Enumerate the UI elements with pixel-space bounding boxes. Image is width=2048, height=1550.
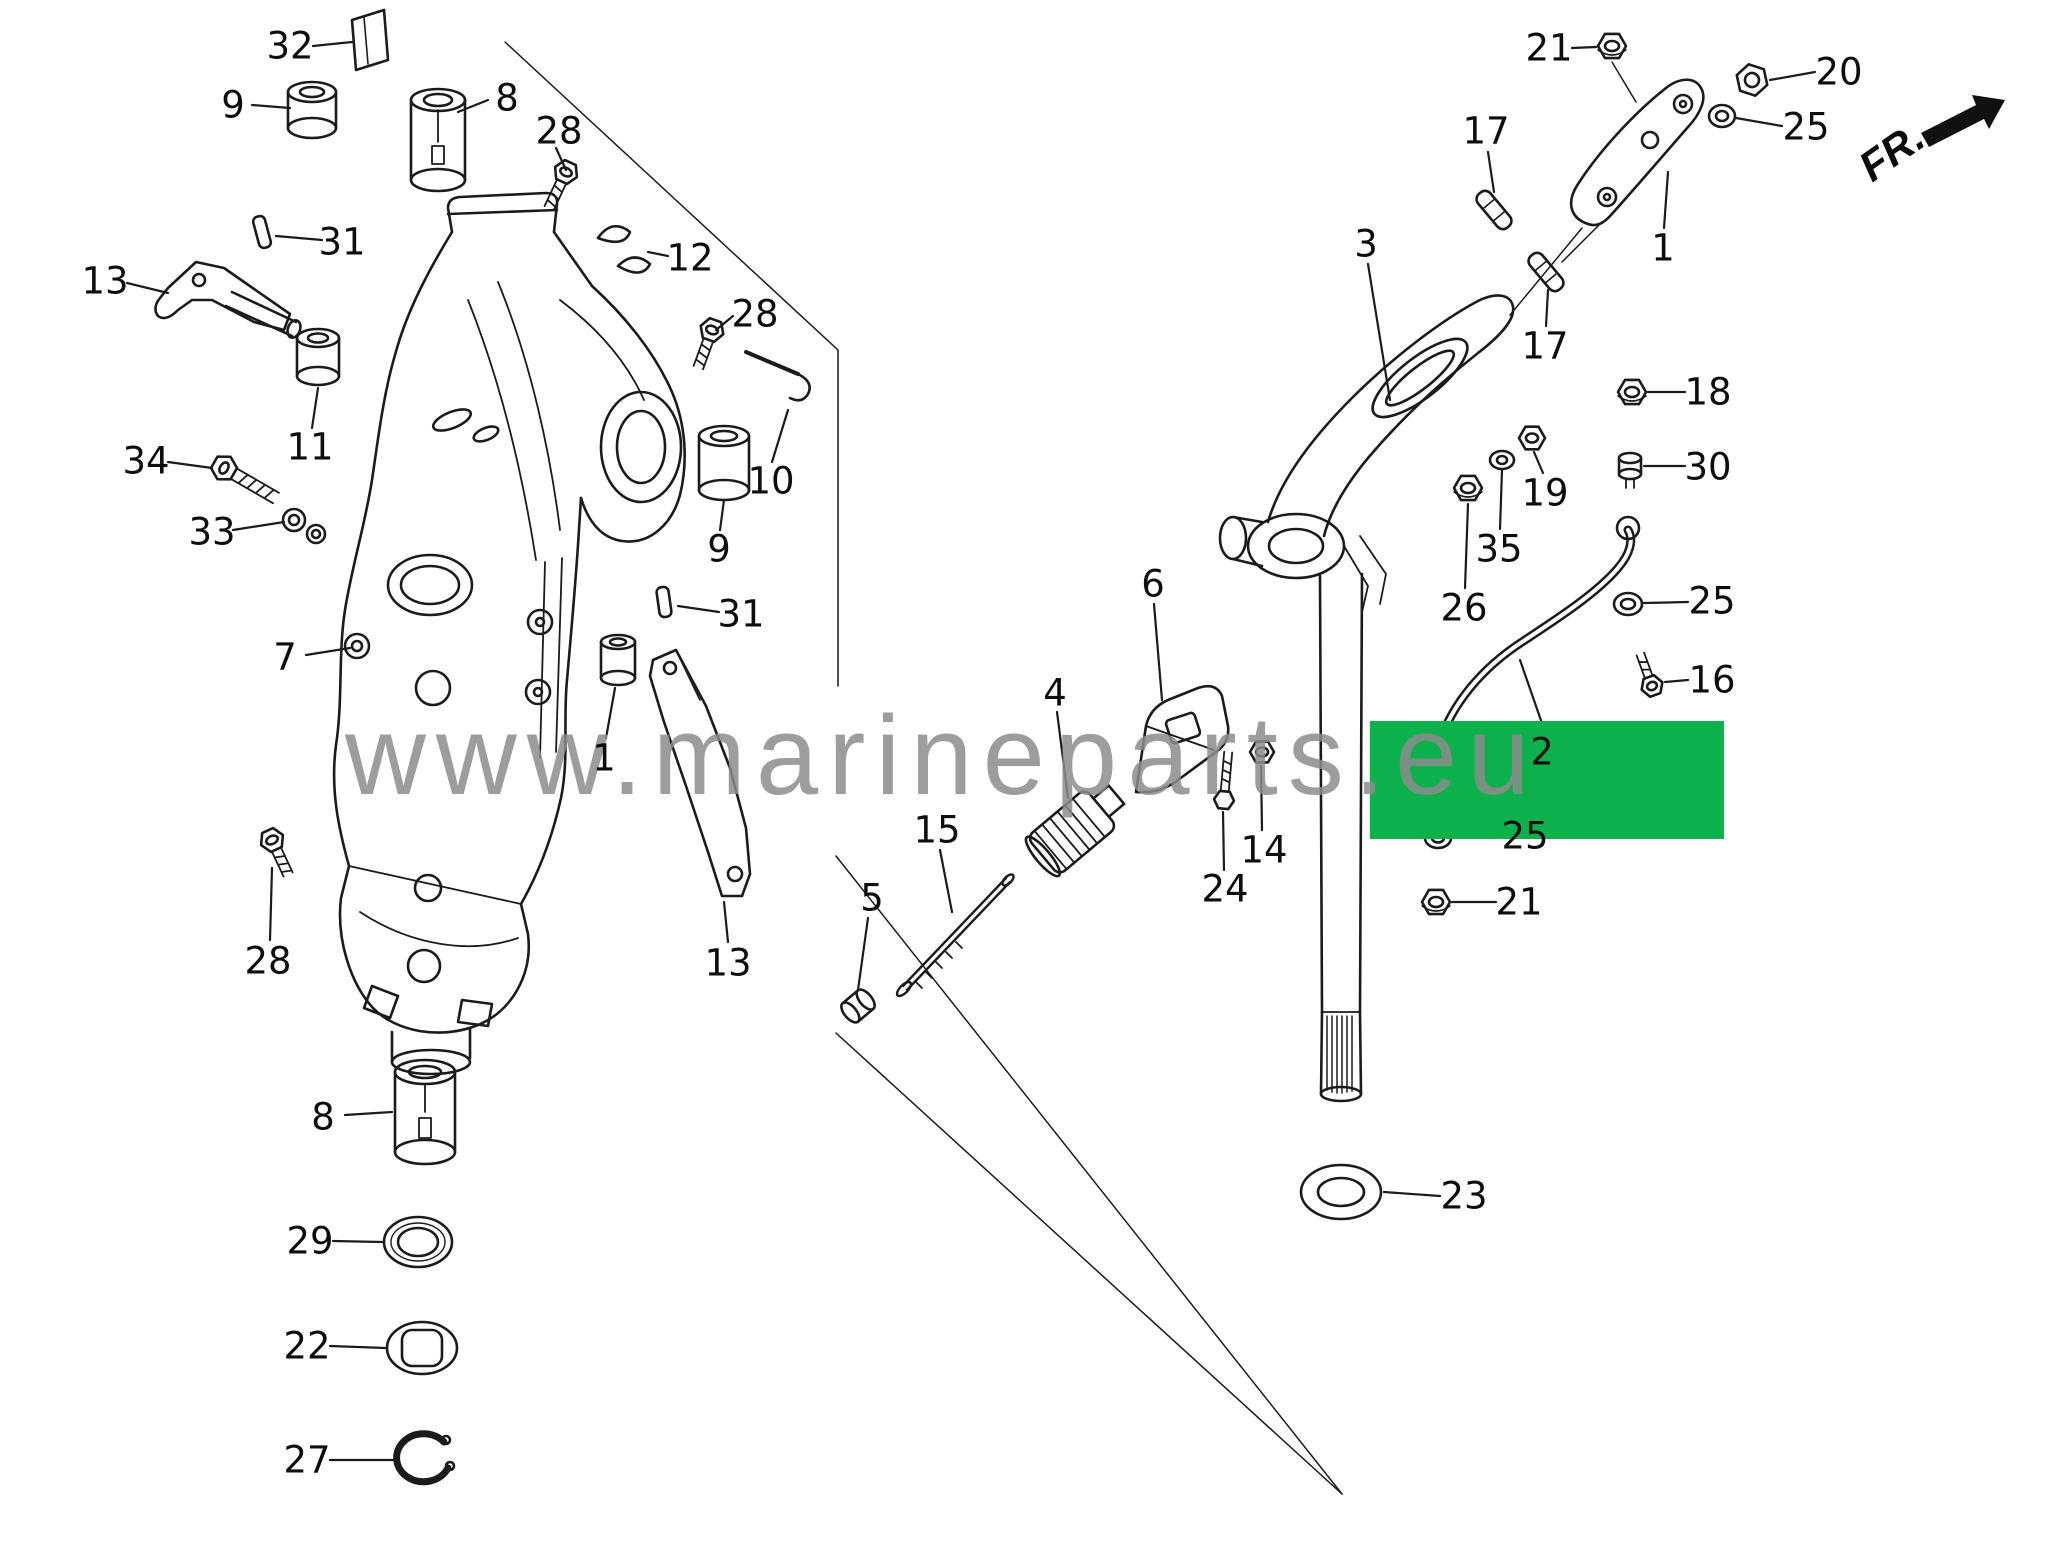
part-label-2: 2: [1530, 730, 1554, 774]
part-label-13: 13: [704, 941, 752, 985]
part-label-18: 18: [1684, 370, 1732, 414]
part-pin-31b: [655, 585, 673, 619]
part-roller-4: [1024, 784, 1126, 878]
part-lever-13b: [648, 648, 752, 898]
part-clamp-12: [596, 224, 652, 274]
part-label-11: 11: [286, 425, 334, 469]
part-label-8: 8: [495, 76, 519, 120]
part-bolt-24: [1212, 750, 1236, 811]
part-bushing-9a: [286, 80, 338, 140]
part-stud-17a: [1475, 189, 1513, 231]
part-bushing-8a: [409, 87, 467, 193]
part-nut-14: [1248, 740, 1276, 764]
part-label-1: 1: [1651, 226, 1675, 270]
part-label-19: 19: [1521, 471, 1569, 515]
part-label-22: 22: [283, 1324, 331, 1368]
part-screw-15: [895, 873, 1015, 998]
part-bushing-8b: [393, 1058, 457, 1166]
part-nut-26: [1452, 474, 1484, 502]
part-label-16: 16: [1688, 658, 1736, 702]
part-lever-13a: [154, 260, 302, 340]
part-pin-10: [744, 350, 811, 402]
part-pin-31a: [251, 214, 273, 250]
part-label-14: 14: [1240, 828, 1288, 872]
part-label-25: 25: [1501, 814, 1549, 858]
part-nut-19: [1517, 425, 1547, 451]
part-nut-21a: [1596, 32, 1628, 60]
part-label-24: 24: [1201, 867, 1249, 911]
leader-lines: [125, 40, 1817, 1462]
part-label-17: 17: [1521, 324, 1569, 368]
part-bolt-28c: [259, 826, 294, 878]
part-label-23: 23: [1440, 1174, 1488, 1218]
watermark-highlight: [1370, 721, 1724, 839]
part-label-9: 9: [221, 83, 245, 127]
part-circlip-27: [393, 1430, 456, 1486]
part-label-20: 20: [1815, 50, 1863, 94]
part-label-7: 7: [273, 635, 297, 679]
part-washer-25a: [1707, 103, 1737, 129]
part-label-27: 27: [283, 1438, 331, 1482]
part-bolt-34: [209, 455, 280, 505]
part-washer-25b: [1612, 591, 1644, 617]
part-label-9: 9: [707, 527, 731, 571]
part-label-17: 17: [1462, 109, 1510, 153]
part-nut-21b: [1420, 888, 1452, 916]
part-label-28: 28: [731, 292, 779, 336]
part-stud-17b: [1527, 251, 1565, 293]
part-bolt-28a: [543, 158, 579, 212]
part-bracket-6: [1134, 684, 1230, 794]
part-label-6: 6: [1141, 562, 1165, 606]
part-label-25: 25: [1688, 579, 1736, 623]
part-ring-23: [1299, 1163, 1383, 1221]
part-swivel-shaft-3: [1218, 294, 1515, 1103]
part-label-8: 8: [311, 1095, 335, 1139]
part-label-21: 21: [1495, 880, 1543, 924]
part-bushing-30: [1617, 451, 1643, 489]
part-label-13: 13: [81, 259, 129, 303]
construction-lines: [504, 41, 1637, 1495]
part-label-30: 30: [1684, 445, 1732, 489]
part-label-28: 28: [535, 109, 583, 153]
part-ring-22: [385, 1320, 459, 1376]
part-label-35: 35: [1475, 527, 1523, 571]
part-label-15: 15: [913, 808, 961, 852]
part-label-31: 31: [318, 220, 366, 264]
part-label-31: 31: [717, 592, 765, 636]
part-label-4: 4: [1043, 671, 1067, 715]
part-label-10: 10: [747, 459, 795, 503]
part-bolt-16: [1635, 651, 1664, 699]
part-bracket-1: [1569, 78, 1705, 227]
part-bushing-11: [295, 327, 341, 387]
part-label-1: 1: [592, 736, 616, 780]
part-label-26: 26: [1440, 586, 1488, 630]
part-nut-18: [1616, 378, 1648, 406]
part-label-34: 34: [122, 439, 170, 483]
part-bolt-28b: [692, 316, 725, 371]
part-label-32: 32: [266, 24, 314, 68]
part-label-28: 28: [244, 939, 292, 983]
part-bushing-1a: [599, 633, 637, 687]
part-washer-33: [281, 507, 327, 545]
part-label-12: 12: [666, 236, 714, 280]
part-label-5: 5: [860, 876, 884, 920]
watermark: www.marineparts.eu: [345, 693, 1540, 818]
part-seal-29: [382, 1215, 454, 1269]
part-label-29: 29: [286, 1219, 334, 1263]
part-label-21: 21: [1525, 26, 1573, 70]
direction-arrow: [1921, 95, 2005, 147]
part-label-25: 25: [1782, 105, 1830, 149]
part-label-33: 33: [188, 510, 236, 554]
part-clip-32: [350, 8, 390, 72]
part-capnut-20: [1735, 63, 1769, 97]
part-label-3: 3: [1354, 222, 1378, 266]
part-swivel-case: [332, 191, 686, 1076]
